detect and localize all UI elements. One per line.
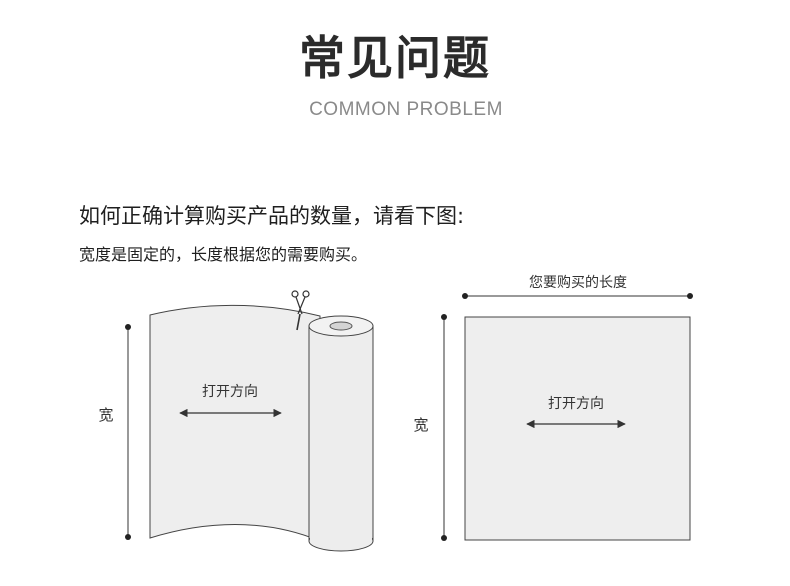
roll-width-label: 宽 <box>98 406 113 424</box>
faq-question: 如何正确计算购买产品的数量，请看下图: <box>79 204 465 228</box>
roll-core <box>329 321 353 331</box>
sheet-length-label: 您要购买的长度 <box>529 274 627 291</box>
unrolled-sheet <box>149 304 321 542</box>
scissors-icon <box>291 290 310 331</box>
roll-diagram: 宽 打开方向 <box>98 290 374 552</box>
roll-body <box>308 325 374 542</box>
sheet-width-dot-bottom <box>441 535 447 541</box>
flat-sheet <box>464 316 691 541</box>
page-subtitle: COMMON PROBLEM <box>309 99 503 120</box>
roll-width-dot-bottom <box>125 534 131 540</box>
sheet-width-label: 宽 <box>413 416 428 434</box>
sheet-diagram: 您要购买的长度 宽 打开方向 <box>413 274 693 541</box>
sheet-length-dot-right <box>687 293 693 299</box>
sheet-length-dot-left <box>462 293 468 299</box>
sheet-width-dot-top <box>441 314 447 320</box>
page-title: 常见问题 <box>299 31 491 85</box>
roll-direction-label: 打开方向 <box>202 383 258 400</box>
roll-width-dot-top <box>125 324 131 330</box>
sheet-direction-label: 打开方向 <box>548 395 604 412</box>
faq-answer: 宽度是固定的，长度根据您的需要购买。 <box>79 245 368 264</box>
